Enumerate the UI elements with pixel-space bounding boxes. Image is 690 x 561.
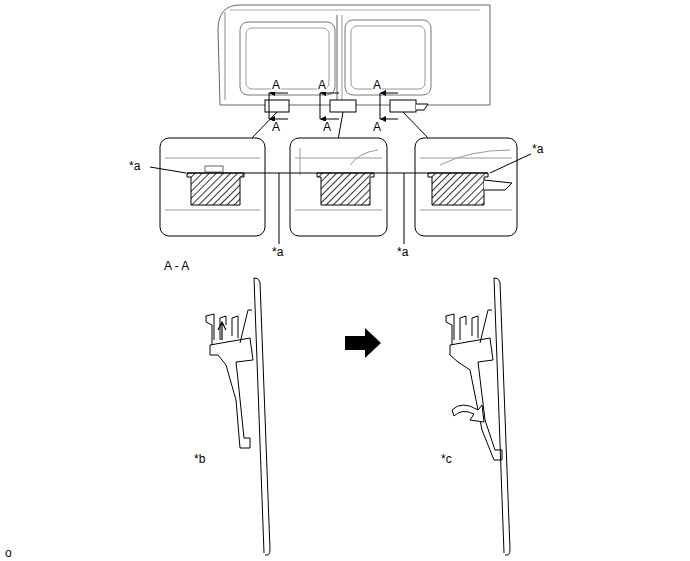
callout-label: *a bbox=[271, 246, 284, 259]
section-label: A bbox=[271, 79, 281, 92]
detail-views bbox=[150, 112, 533, 244]
vehicle-side bbox=[218, 5, 490, 112]
section-label: A bbox=[271, 121, 281, 134]
callout-label: o bbox=[4, 547, 13, 560]
process-arrow bbox=[345, 328, 381, 358]
callout-label: *a bbox=[128, 160, 141, 173]
section-markers bbox=[269, 90, 398, 122]
section-label: A bbox=[317, 79, 327, 92]
section-label: A - A bbox=[163, 260, 190, 273]
callout-label: *c bbox=[440, 453, 453, 466]
section-label: A bbox=[372, 79, 382, 92]
section-label: A bbox=[372, 121, 382, 134]
section-view-before bbox=[206, 278, 270, 555]
section-view-after bbox=[446, 278, 510, 555]
callout-label: *a bbox=[531, 143, 544, 156]
callout-label: *a bbox=[396, 246, 409, 259]
callout-label: *b bbox=[193, 453, 206, 466]
section-label: A bbox=[322, 121, 332, 134]
